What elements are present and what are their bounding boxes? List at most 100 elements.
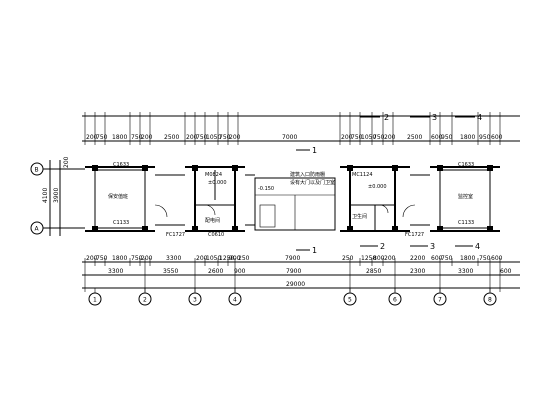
dim-label: 750: [479, 255, 491, 262]
room-labels: C1633 C1133 M0824 ±0.000 -0.150 MC1124 ±…: [108, 162, 474, 238]
dim-label: 200: [341, 134, 353, 141]
window-tag: FC1727: [405, 232, 424, 238]
room-name: 监控室: [458, 193, 473, 200]
dim-label: 200: [63, 156, 70, 168]
dim-label: 250: [238, 255, 250, 262]
dim-label: 1050: [206, 255, 221, 262]
door-tag: M0824: [205, 172, 222, 178]
dim-label: 2600: [208, 268, 223, 275]
axis-label-B: B: [35, 167, 39, 174]
axis-label-2: 2: [143, 297, 147, 304]
dim-label: 3300: [108, 268, 123, 275]
axis-label-4: 4: [233, 297, 237, 304]
dim-label: 1050: [361, 134, 376, 141]
section-label: 4: [477, 113, 482, 122]
elevation-tag: -0.150: [258, 186, 274, 192]
axis-label-3: 3: [193, 297, 197, 304]
bottom-dimension-chain: 200 750 1800 750 200 3300 200 1050 1250 …: [82, 255, 520, 292]
dim-label: 2500: [164, 134, 179, 141]
section-label: 1: [312, 246, 317, 255]
dim-label: 1800: [460, 134, 475, 141]
axis-label-1: 1: [93, 297, 97, 304]
dim-label: 600: [491, 255, 503, 262]
dim-label: 600: [500, 268, 512, 275]
door-tag: MC1124: [352, 172, 373, 178]
dim-label: 4100: [42, 188, 49, 203]
dim-label: 750: [373, 134, 385, 141]
axis-label-A: A: [35, 226, 40, 233]
dim-label: 3900: [53, 188, 60, 203]
window-tag: FC1727: [166, 232, 185, 238]
dim-label: 900: [229, 255, 241, 262]
dim-label: 800: [373, 255, 385, 262]
dim-label: 750: [131, 255, 143, 262]
dim-label: 7900: [285, 255, 300, 262]
dim-label: 600: [431, 255, 443, 262]
dim-label: 750: [219, 134, 231, 141]
dim-label: 200: [86, 255, 98, 262]
axis-label-7: 7: [438, 297, 442, 304]
dim-label: 200: [141, 134, 153, 141]
section-markers-bottom: 1 2 3 4: [296, 242, 480, 255]
dim-label: 600: [431, 134, 443, 141]
dim-label: 3550: [163, 268, 178, 275]
dim-label: 1800: [112, 255, 127, 262]
canopy-note: 设有大门以及门卫室: [290, 179, 335, 186]
dim-label: 2200: [410, 255, 425, 262]
dim-label: 2500: [407, 134, 422, 141]
dim-label: 750: [196, 134, 208, 141]
left-dimension-chain: 4100 3900 200: [42, 156, 70, 236]
section-label: 3: [430, 242, 435, 251]
canopy-note: 建筑入口防雨棚: [290, 171, 325, 178]
dim-label: 3300: [166, 255, 181, 262]
dim-label: 2300: [410, 268, 425, 275]
section-label: 1: [312, 146, 317, 155]
dim-label: 600: [491, 134, 503, 141]
section-label: 2: [380, 242, 385, 251]
dim-label: 950: [441, 134, 453, 141]
dim-label: 750: [441, 255, 453, 262]
window-tag: C1633: [113, 162, 129, 168]
window-tag: C1633: [458, 162, 474, 168]
section-label: 2: [384, 113, 389, 122]
axis-label-5: 5: [348, 297, 352, 304]
dim-label: 3300: [458, 268, 473, 275]
dim-label: 750: [351, 134, 363, 141]
dim-label: 200: [229, 134, 241, 141]
section-label: 3: [432, 113, 437, 122]
dim-label: 750: [96, 134, 108, 141]
dim-label: 1250: [361, 255, 376, 262]
dim-label: 2850: [366, 268, 381, 275]
window-tag: C0610: [208, 232, 224, 238]
dim-label: 750: [131, 134, 143, 141]
dim-label: 950: [479, 134, 491, 141]
dim-label: 200: [196, 255, 208, 262]
dim-label: 200: [384, 134, 396, 141]
elevation-tag: ±0.000: [368, 184, 387, 190]
dim-label: 7900: [286, 268, 301, 275]
structural-columns: [92, 165, 493, 232]
column-axis-markers: 1 2 3 4 5 6 7 8: [88, 288, 497, 306]
dim-label: 900: [234, 268, 246, 275]
room-name: 配电间: [205, 217, 220, 224]
dim-label: 200: [384, 255, 396, 262]
room-name: 保安值班: [108, 193, 128, 200]
room-name: 卫生间: [352, 213, 367, 220]
window-tag: C1133: [458, 220, 474, 226]
dim-label: 7000: [282, 134, 297, 141]
section-markers-top: 2 3 4 1: [296, 113, 482, 155]
dim-total: 29000: [286, 281, 305, 288]
dim-label: 750: [96, 255, 108, 262]
dim-label: 250: [342, 255, 354, 262]
section-label: 4: [475, 242, 480, 251]
dim-label: 200: [141, 255, 153, 262]
dim-label: 200: [86, 134, 98, 141]
dim-label: 1800: [460, 255, 475, 262]
axis-label-8: 8: [488, 297, 492, 304]
elevation-tag: ±0.000: [208, 180, 227, 186]
dim-label: 200: [186, 134, 198, 141]
window-tag: C1133: [113, 220, 129, 226]
dim-label: 1050: [206, 134, 221, 141]
dim-label: 1250: [219, 255, 234, 262]
